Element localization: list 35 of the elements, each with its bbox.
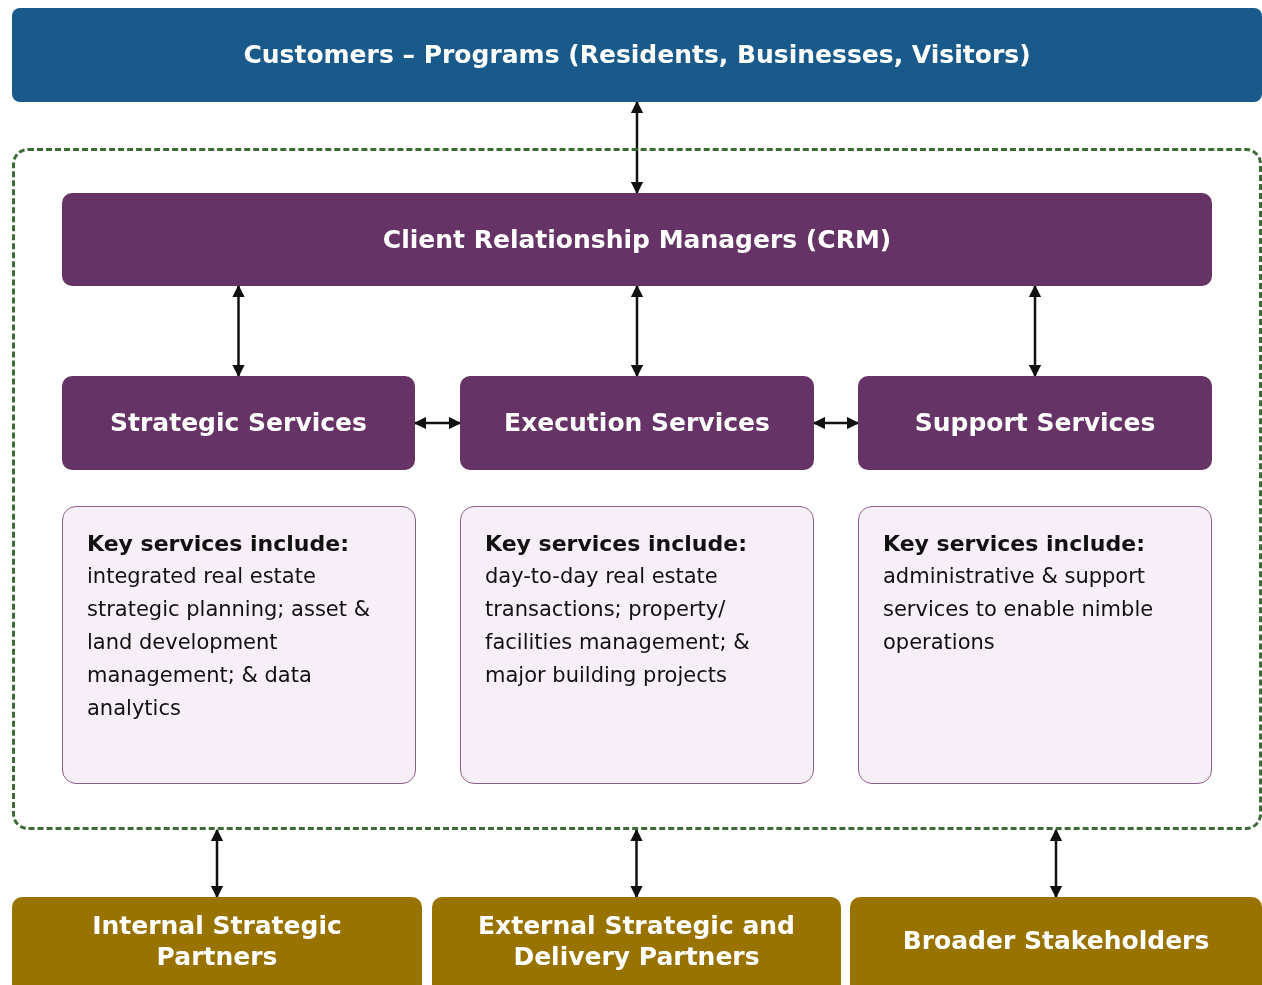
double-arrow — [210, 828, 224, 899]
note-box — [62, 506, 416, 784]
box-label: Internal Strategic Partners — [91, 909, 343, 973]
double-arrow — [232, 284, 245, 378]
note-box — [460, 506, 814, 784]
double-arrow — [1049, 828, 1063, 899]
process-box — [62, 376, 415, 470]
double-arrow — [630, 100, 644, 195]
box-label: Customers – Programs (Residents, Businesses, Visitors) — [242, 39, 1032, 71]
note-box — [858, 506, 1212, 784]
process-box — [858, 376, 1212, 470]
double-arrow — [812, 416, 860, 430]
box-label: Execution Services — [503, 407, 771, 439]
double-arrow — [630, 284, 644, 378]
partner-box — [12, 897, 422, 985]
box-label: External Strategic and Delivery Partners — [477, 909, 796, 973]
note-text: integrated real estate strategic planning; asset & land development management; & data analytics — [87, 563, 372, 722]
box-label: Broader Stakeholders — [901, 925, 1211, 957]
process-box — [460, 376, 814, 470]
dashed-group — [12, 148, 1262, 830]
note-heading: Key services include: — [485, 530, 748, 558]
note-heading: Key services include: — [87, 530, 350, 558]
header-box — [12, 8, 1262, 102]
partner-box — [432, 897, 841, 985]
note-heading: Key services include: — [883, 530, 1146, 558]
double-arrow — [1028, 284, 1042, 378]
process-box — [62, 193, 1212, 286]
double-arrow — [630, 828, 643, 899]
double-arrow — [413, 416, 462, 430]
note-text: administrative & support services to enable nimble operations — [883, 563, 1155, 656]
box-label: Support Services — [913, 407, 1157, 439]
note-text: day-to-day real estate transactions; property/ facilities management; & major building projects — [485, 563, 751, 689]
partner-box — [850, 897, 1262, 985]
box-label: Strategic Services — [109, 407, 368, 439]
box-label: Client Relationship Managers (CRM) — [381, 223, 893, 256]
